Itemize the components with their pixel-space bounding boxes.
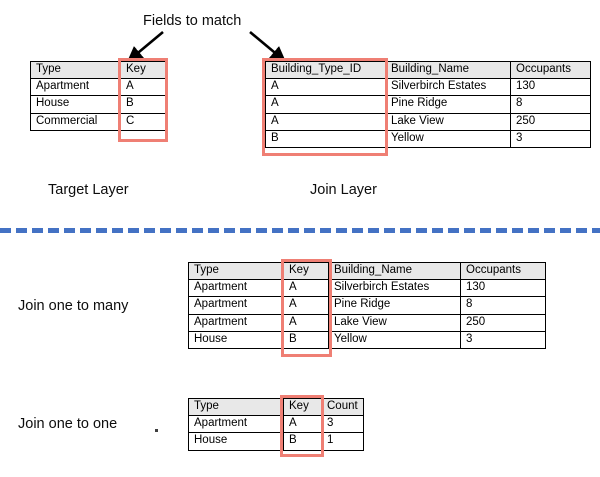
column-header-key: Key [120, 60, 166, 80]
cell-type: Apartment [188, 296, 284, 315]
cell-key: C [120, 112, 166, 131]
cell-occupants: 8 [460, 296, 546, 315]
cell-key: A [283, 415, 322, 434]
cell-count: 1 [321, 432, 364, 451]
table-header-row: Type Key Building_Name Occupants [188, 261, 546, 281]
cell-occupants: 3 [460, 330, 546, 350]
cell-type: House [188, 330, 284, 350]
cell-key: A [283, 296, 329, 315]
target-layer-table: Type Key Apartment A House B Commercial … [30, 60, 166, 131]
table-row: B Yellow 3 [265, 129, 591, 149]
column-header-type: Type [188, 261, 284, 281]
cell-occupants: 3 [510, 129, 591, 149]
cell-building-type-id: A [265, 95, 386, 114]
cell-building-name: Pine Ridge [328, 296, 461, 315]
cell-key: B [120, 95, 166, 114]
cell-building-type-id: A [265, 112, 386, 131]
column-header-key: Key [283, 397, 322, 417]
cell-occupants: 250 [510, 112, 591, 131]
table-row: Apartment A Silverbirch Estates 130 [188, 279, 546, 298]
column-header-building-name: Building_Name [328, 261, 461, 281]
column-header-building-type-id: Building_Type_ID [265, 60, 386, 80]
cell-type: Apartment [188, 415, 284, 434]
cell-building-name: Yellow [385, 129, 511, 149]
table-row: House B Yellow 3 [188, 330, 546, 350]
cell-building-name: Lake View [328, 313, 461, 332]
cell-building-type-id: B [265, 129, 386, 149]
column-header-key: Key [283, 261, 329, 281]
join-one-to-many-table: Type Key Building_Name Occupants Apartme… [188, 261, 546, 350]
cell-building-name: Lake View [385, 112, 511, 131]
cell-type: House [30, 95, 121, 114]
cell-key: B [283, 432, 322, 451]
fields-to-match-label: Fields to match [143, 13, 242, 29]
cell-occupants: 130 [460, 279, 546, 298]
cell-type: Commercial [30, 112, 121, 131]
table-row: House B 1 [188, 432, 364, 451]
join-one-to-many-label: Join one to many [18, 298, 129, 314]
cell-key: A [283, 279, 329, 298]
cell-occupants: 250 [460, 313, 546, 332]
section-divider [0, 228, 600, 233]
cell-building-name: Silverbirch Estates [385, 78, 511, 97]
cell-type: Apartment [30, 78, 121, 97]
column-header-type: Type [188, 397, 284, 417]
join-one-to-one-table: Type Key Count Apartment A 3 House B 1 [188, 397, 364, 451]
table-row: A Pine Ridge 8 [265, 95, 591, 114]
table-row: Apartment A [30, 78, 166, 97]
table-row: Commercial C [30, 112, 166, 131]
cell-type: Apartment [188, 313, 284, 332]
cell-building-type-id: A [265, 78, 386, 97]
cell-key: A [120, 78, 166, 97]
column-header-building-name: Building_Name [385, 60, 511, 80]
table-row: A Silverbirch Estates 130 [265, 78, 591, 97]
join-layer-table: Building_Type_ID Building_Name Occupants… [265, 60, 591, 149]
column-header-count: Count [321, 397, 364, 417]
arrow-to-join-key-icon [249, 31, 286, 62]
join-layer-label: Join Layer [310, 182, 377, 198]
table-header-row: Type Key [30, 60, 166, 80]
table-row: House B [30, 95, 166, 114]
cell-key: B [283, 330, 329, 350]
table-row: Apartment A Pine Ridge 8 [188, 296, 546, 315]
stray-dot-marker [155, 429, 158, 432]
table-row: Apartment A Lake View 250 [188, 313, 546, 332]
cell-type: House [188, 432, 284, 451]
cell-building-name: Yellow [328, 330, 461, 350]
cell-count: 3 [321, 415, 364, 434]
table-row: A Lake View 250 [265, 112, 591, 131]
join-one-to-one-label: Join one to one [18, 416, 118, 432]
column-header-occupants: Occupants [460, 261, 546, 281]
cell-type: Apartment [188, 279, 284, 298]
cell-building-name: Pine Ridge [385, 95, 511, 114]
cell-key: A [283, 313, 329, 332]
table-header-row: Type Key Count [188, 397, 364, 417]
column-header-type: Type [30, 60, 121, 80]
target-layer-label: Target Layer [48, 182, 129, 198]
cell-occupants: 8 [510, 95, 591, 114]
cell-occupants: 130 [510, 78, 591, 97]
arrow-to-target-key-icon [127, 31, 164, 62]
table-header-row: Building_Type_ID Building_Name Occupants [265, 60, 591, 80]
table-row: Apartment A 3 [188, 415, 364, 434]
column-header-occupants: Occupants [510, 60, 591, 80]
cell-building-name: Silverbirch Estates [328, 279, 461, 298]
